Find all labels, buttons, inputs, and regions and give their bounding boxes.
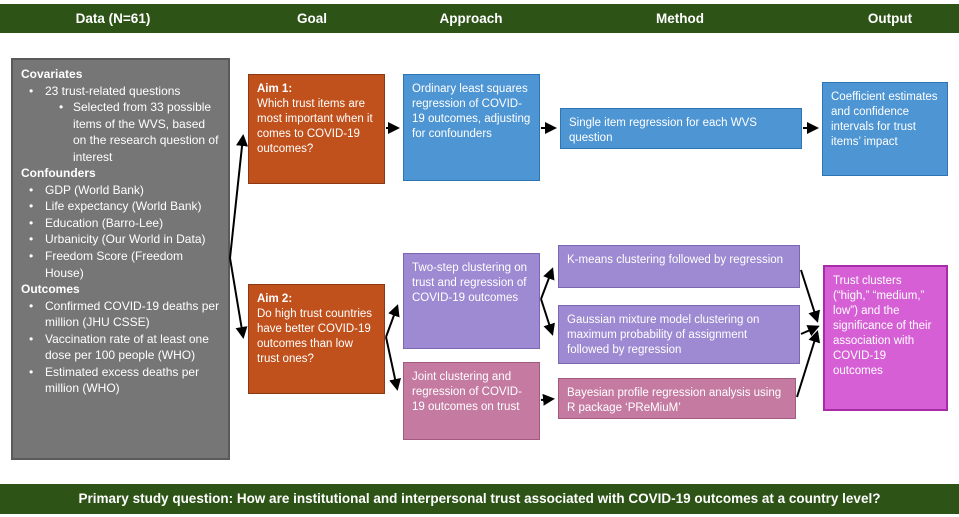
confounders-heading: Confounders [21, 166, 96, 181]
arrow-aim2-to-twostep [385, 304, 400, 338]
list-item: Life expectancy (World Bank) [21, 198, 220, 215]
primary-question-bar: Primary study question: How are institut… [0, 484, 959, 514]
approach-ols-box: Ordinary least squares regression of COV… [403, 74, 540, 181]
output-coefficients-box: Coefficient estimates and confidence int… [822, 82, 948, 176]
column-header-method: Method [656, 11, 704, 26]
list-item: Urbanicity (Our World in Data) [21, 231, 220, 248]
list-item: Confirmed COVID-19 deaths per million (J… [21, 298, 220, 331]
output-trust-clusters-box: Trust clusters (“high,” “medium,” low”) … [823, 265, 948, 411]
arrow-kmeans-to-output2 [800, 269, 820, 323]
arrow-aim2-to-joint [385, 336, 401, 391]
list-subitem: Selected from 33 possible items of the W… [21, 99, 220, 165]
column-header-approach: Approach [439, 11, 503, 26]
approach-two-step-box: Two-step clustering on trust and regress… [403, 253, 540, 349]
list-item: Estimated excess deaths per million (WHO… [21, 364, 220, 397]
list-item: GDP (World Bank) [21, 182, 220, 199]
arrow-twostep-to-kmeans [540, 267, 555, 300]
arrow-data-to-aim1 [229, 134, 249, 259]
column-header-output: Output [867, 11, 913, 26]
column-header-goal: Goal [296, 11, 328, 26]
arrow-joint-to-bayesian [540, 393, 555, 406]
list-item: Freedom Score (Freedom House) [21, 248, 220, 281]
list-item: Vaccination rate of at least one dose pe… [21, 331, 220, 364]
method-kmeans-box: K-means clustering followed by regressio… [558, 245, 800, 288]
aim2-question: Do high trust countries have better COVI… [257, 307, 373, 365]
data-panel: Covariates 23 trust-related questions Se… [11, 58, 230, 460]
aim1-title: Aim 1: [257, 83, 293, 95]
covariates-heading: Covariates [21, 67, 83, 81]
column-header-bar: Data (N=61) Goal Approach Method Output [0, 4, 959, 33]
list-item: 23 trust-related questions [21, 83, 220, 100]
list-item: Education (Barro-Lee) [21, 215, 220, 232]
primary-question-text: Primary study question: How are institut… [78, 491, 881, 506]
column-header-data: Data (N=61) [75, 11, 151, 26]
outcomes-heading: Outcomes [21, 282, 80, 297]
method-bayesian-box: Bayesian profile regression analysis usi… [558, 378, 796, 419]
arrow-twostep-to-gaussian [540, 298, 555, 336]
arrow-gaussian-to-output2 [800, 325, 820, 337]
aim1-box: Aim 1: Which trust items are most import… [248, 74, 385, 184]
method-single-item-box: Single item regression for each WVS ques… [560, 108, 802, 149]
approach-joint-clustering-box: Joint clustering and regression of COVID… [403, 362, 540, 440]
arrow-data-to-aim2 [229, 257, 248, 339]
aim2-box: Aim 2: Do high trust countries have bett… [248, 284, 385, 394]
aim1-question: Which trust items are most important whe… [257, 97, 373, 155]
aim2-title: Aim 2: [257, 293, 293, 305]
arrow-bayesian-to-output2 [796, 330, 821, 398]
method-gaussian-box: Gaussian mixture model clustering on max… [558, 305, 800, 364]
